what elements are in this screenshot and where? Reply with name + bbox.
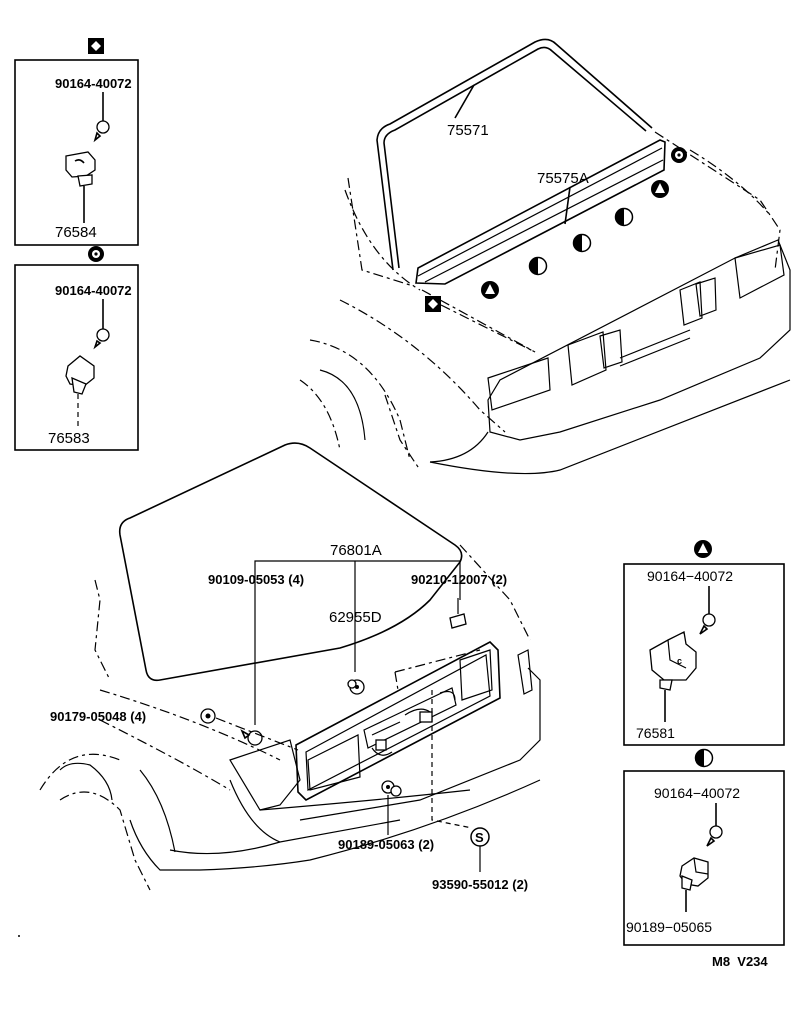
part-number-label: 76584 [55, 224, 97, 241]
upper-vehicle-view: 75571 75575A [299, 38, 791, 475]
part-number-label: 90164-40072 [55, 76, 132, 91]
s-marker-label: S [475, 830, 484, 845]
part-number-label: 90210-12007 (2) [411, 572, 507, 587]
nut-fastener [381, 780, 402, 797]
part-number-label: 90109-05053 (4) [208, 572, 304, 587]
half-filled-circle-icon [572, 233, 592, 253]
part-number-label: 93590-55012 (2) [432, 877, 528, 892]
part-number-label: 90189−05065 [626, 919, 712, 935]
rear-garnish-panel [295, 641, 501, 801]
lower-vehicle-view: 76801A 62955D 90109-05053 (4) 90210-1200… [39, 442, 541, 892]
emblem-fastener [347, 679, 365, 695]
diamond-icon [91, 41, 101, 51]
clip-fastener [449, 598, 467, 629]
part-number-label: 75575A [537, 170, 589, 187]
callout-box-triangle: 90164−40072 c 76581 [623, 540, 785, 746]
part-number-label: 75571 [447, 122, 489, 139]
part-number-label: 90179-05048 (4) [50, 709, 146, 724]
s-marker: S [470, 827, 490, 847]
part-number-label: 90164−40072 [647, 568, 733, 584]
filled-triangle-icon [481, 281, 499, 299]
half-filled-circle-icon [614, 207, 634, 227]
window-moulding [376, 38, 653, 271]
callout-box-half-circle: 90164−40072 90189−05065 [623, 748, 785, 946]
nut-fastener [200, 708, 216, 724]
diagram-code: M8 V234 [712, 954, 768, 969]
part-number-label: 90189-05063 (2) [338, 837, 434, 852]
diamond-icon [425, 296, 441, 312]
callout-box-circle-dot: 90164-40072 76583 [14, 246, 139, 451]
part-number-label: 62955D [329, 609, 382, 626]
part-number-label: 76801A [330, 542, 382, 559]
rear-spoiler [415, 139, 666, 285]
half-filled-circle-icon [528, 256, 548, 276]
part-number-label: 90164−40072 [654, 785, 740, 801]
circle-dot-icon [671, 147, 687, 163]
half-filled-circle-symbol [694, 748, 714, 768]
part-number-label: 90164-40072 [55, 283, 132, 298]
filled-triangle-icon [651, 180, 669, 198]
panel-fastener [375, 711, 433, 751]
part-number-label: 76581 [636, 725, 675, 741]
filled-triangle-symbol [694, 540, 712, 558]
part-number-label: 76583 [48, 430, 90, 447]
clip-c-mark: c [677, 656, 682, 666]
callout-box-diamond: 90164-40072 76584 [14, 38, 139, 246]
